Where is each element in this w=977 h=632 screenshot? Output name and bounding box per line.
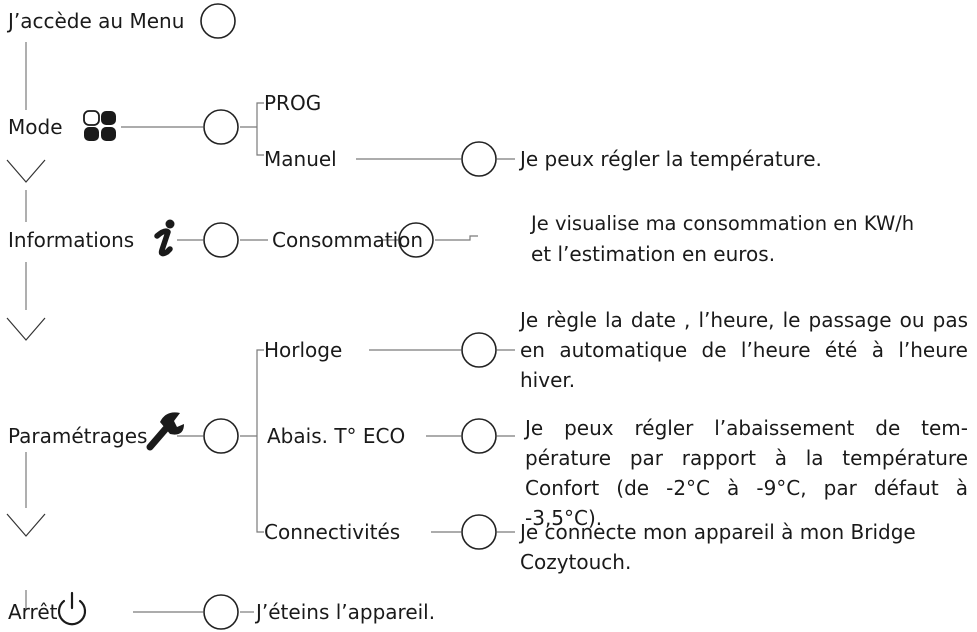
wrench-icon: [146, 412, 184, 451]
root-circle[interactable]: [200, 3, 236, 39]
connect-description-line2: Cozytouch.: [520, 550, 632, 574]
parametrages-label: Paramétrages: [8, 424, 148, 448]
branch-bracket: [256, 349, 264, 533]
informations-label: Informations: [8, 228, 135, 252]
connect-circle[interactable]: [461, 514, 497, 550]
informations-circle[interactable]: [203, 222, 239, 258]
chevron-down-icon: [6, 317, 46, 341]
mode-circle[interactable]: [203, 109, 239, 145]
chevron-down-icon: [6, 159, 46, 183]
connect-description-line1: Je connecte mon appareil à mon Bridge: [520, 520, 916, 544]
connector-line: [452, 235, 478, 241]
abais-description: Je peux régler l’abaissement de tem-péra…: [525, 416, 968, 530]
horloge-circle[interactable]: [461, 332, 497, 368]
arret-description: J’éteins l’appareil.: [256, 600, 436, 624]
prog-option-label: PROG: [264, 91, 322, 115]
abais-circle[interactable]: [461, 418, 497, 454]
arret-circle[interactable]: [203, 594, 239, 630]
parametrages-circle[interactable]: [203, 418, 239, 454]
branch-bracket: [256, 102, 264, 156]
consommation-description-line2: et l’estimation en euros.: [531, 242, 776, 266]
manuel-description: Je peux régler la température.: [520, 147, 822, 171]
arret-label: Arrêt: [8, 600, 58, 624]
connect-label: Connectivités: [264, 520, 401, 544]
power-icon: [57, 591, 87, 626]
horloge-label: Horloge: [264, 338, 343, 362]
manuel-circle[interactable]: [461, 141, 497, 177]
consommation-label: Consommation: [272, 228, 424, 252]
consommation-description-line1: Je visualise ma consommation en KW/h: [531, 212, 915, 235]
abais-label: Abais. T° ECO: [267, 424, 406, 448]
consommation-circle[interactable]: [398, 222, 434, 258]
horloge-description: Je règle la date , l’heure, le passage o…: [520, 308, 968, 392]
manuel-option-label: Manuel: [264, 147, 337, 171]
root-label: J’accède au Menu: [8, 9, 185, 33]
chevron-down-icon: [6, 513, 46, 537]
four-squares-icon: [83, 110, 116, 141]
mode-label: Mode: [8, 115, 63, 139]
info-i-icon: [154, 219, 175, 257]
